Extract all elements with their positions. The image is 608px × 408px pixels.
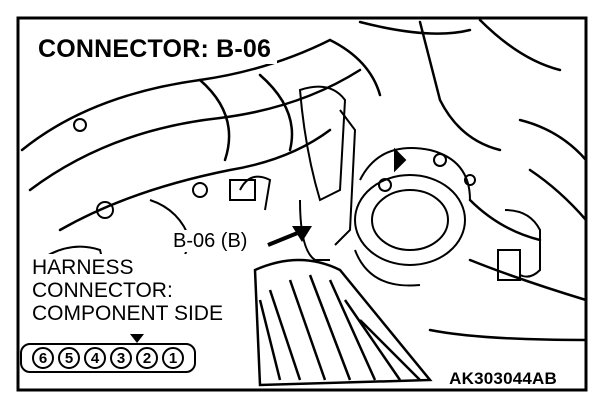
connector-pin: 3: [110, 347, 132, 369]
connector-callout-label: B-06 (B): [170, 230, 251, 252]
connector-pin-layout: 6 5 4 3 2 1: [20, 343, 196, 373]
figure-code: AK303044AB: [446, 369, 560, 388]
connector-pin: 1: [162, 347, 184, 369]
side-label-line-1: HARNESS: [32, 256, 134, 279]
connector-pin: 5: [58, 347, 80, 369]
intake-manifold-lines: [20, 18, 588, 342]
connector-pin: 4: [84, 347, 106, 369]
throttle-body: [354, 147, 476, 287]
callout-arrow-shaft: [267, 230, 301, 247]
connector-pin: 2: [136, 347, 158, 369]
callout-arrow-head: [292, 226, 312, 242]
diagram-title: CONNECTOR: B-06: [36, 35, 278, 64]
connector-key-marker: [130, 334, 144, 343]
frame-border: [16, 16, 588, 392]
harness-connector-label: HARNESS CONNECTOR: COMPONENT SIDE: [30, 254, 227, 327]
sensor-and-hoses: [229, 85, 541, 281]
side-label-line-2: CONNECTOR:: [32, 279, 173, 302]
air-filter-housing: [253, 258, 433, 387]
side-label-line-3: COMPONENT SIDE: [32, 302, 223, 325]
connector-pin: 6: [32, 347, 54, 369]
